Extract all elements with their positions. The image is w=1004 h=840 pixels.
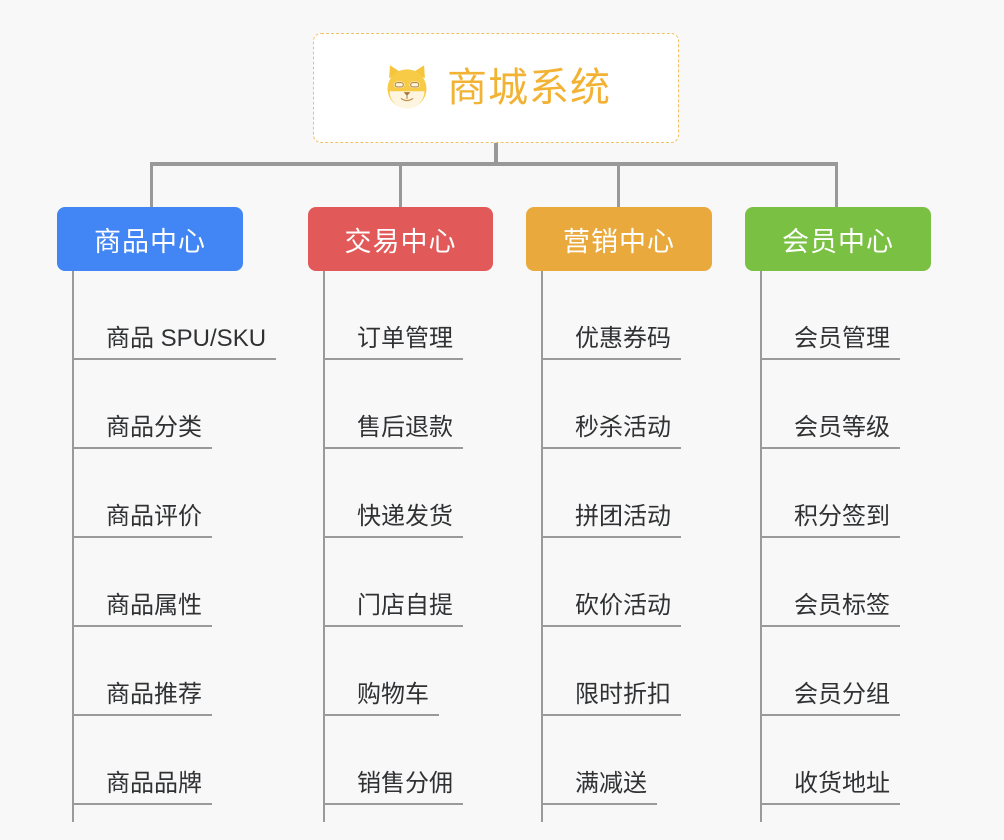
shiba-inu-icon: [387, 65, 427, 110]
list-item[interactable]: 满减送: [541, 716, 657, 805]
leaf-label: 商品属性: [72, 592, 212, 627]
category-label: 营销中心: [563, 226, 675, 257]
connector-bus: [150, 162, 838, 166]
list-item[interactable]: 商品属性: [72, 538, 212, 627]
list-item[interactable]: 商品 SPU/SKU: [72, 271, 277, 360]
leaf-label: 售后退款: [323, 414, 463, 449]
list-item[interactable]: 积分签到: [760, 449, 900, 538]
category-label: 会员中心: [782, 226, 894, 257]
leaf-label: 会员分组: [760, 681, 900, 716]
leaf-spine: [72, 271, 74, 822]
list-item[interactable]: 门店自提: [323, 538, 463, 627]
connector-drop-2: [617, 162, 620, 208]
connector-drop-3: [835, 162, 838, 208]
leaf-spine: [760, 271, 762, 822]
leaf-spine: [323, 271, 325, 822]
list-item[interactable]: 会员管理: [760, 271, 900, 360]
leaf-label: 快递发货: [323, 503, 463, 538]
category-box-2[interactable]: 营销中心: [526, 207, 712, 271]
connector-root-trunk: [494, 143, 498, 165]
leaf-label: 砍价活动: [541, 592, 681, 627]
list-item[interactable]: 售后退款: [323, 360, 463, 449]
list-item[interactable]: 会员等级: [760, 360, 900, 449]
leaf-label: 订单管理: [323, 325, 463, 360]
leaf-label: 会员等级: [760, 414, 900, 449]
list-item[interactable]: 商品品牌: [72, 716, 212, 805]
connector-drop-1: [399, 162, 402, 208]
list-item[interactable]: 销售分佣: [323, 716, 463, 805]
leaf-label: 商品分类: [72, 414, 212, 449]
list-item[interactable]: 砍价活动: [541, 538, 681, 627]
list-item[interactable]: 优惠券码: [541, 271, 681, 360]
list-item[interactable]: 会员标签: [760, 538, 900, 627]
leaf-label: 满减送: [541, 770, 657, 805]
list-item[interactable]: 限时折扣: [541, 627, 681, 716]
leaf-label: 商品评价: [72, 503, 212, 538]
list-item[interactable]: 收货地址: [760, 716, 900, 805]
leaf-label: 销售分佣: [323, 770, 463, 805]
leaf-label: 积分签到: [760, 503, 900, 538]
list-item[interactable]: 购物车: [323, 627, 439, 716]
leaf-label: 商品推荐: [72, 681, 212, 716]
list-item[interactable]: 秒杀活动: [541, 360, 681, 449]
category-label: 交易中心: [344, 226, 457, 257]
list-item[interactable]: 商品分类: [72, 360, 212, 449]
leaf-label: 商品 SPU/SKU: [72, 325, 277, 360]
leaf-label: 优惠券码: [541, 325, 681, 360]
category-box-0[interactable]: 商品中心: [57, 207, 243, 271]
leaf-label: 拼团活动: [541, 503, 681, 538]
leaf-label: 会员管理: [760, 325, 900, 360]
leaf-label: 秒杀活动: [541, 414, 681, 449]
leaf-label: 商品品牌: [72, 770, 212, 805]
list-item[interactable]: 商品推荐: [72, 627, 212, 716]
leaf-label: 会员标签: [760, 592, 900, 627]
leaf-label: 购物车: [323, 681, 439, 716]
list-item[interactable]: 快递发货: [323, 449, 463, 538]
category-label: 商品中心: [94, 226, 206, 257]
leaf-label: 门店自提: [323, 592, 463, 627]
connector-drop-0: [150, 162, 153, 208]
page-title: 商城系统: [447, 66, 611, 110]
root-node[interactable]: 商城系统: [313, 33, 679, 143]
category-box-3[interactable]: 会员中心: [745, 207, 931, 271]
leaf-label: 收货地址: [760, 770, 900, 805]
category-box-1[interactable]: 交易中心: [308, 207, 493, 271]
leaf-spine: [541, 271, 543, 822]
list-item[interactable]: 商品评价: [72, 449, 212, 538]
list-item[interactable]: 订单管理: [323, 271, 463, 360]
list-item[interactable]: 会员分组: [760, 627, 900, 716]
leaf-label: 限时折扣: [541, 681, 681, 716]
list-item[interactable]: 拼团活动: [541, 449, 681, 538]
